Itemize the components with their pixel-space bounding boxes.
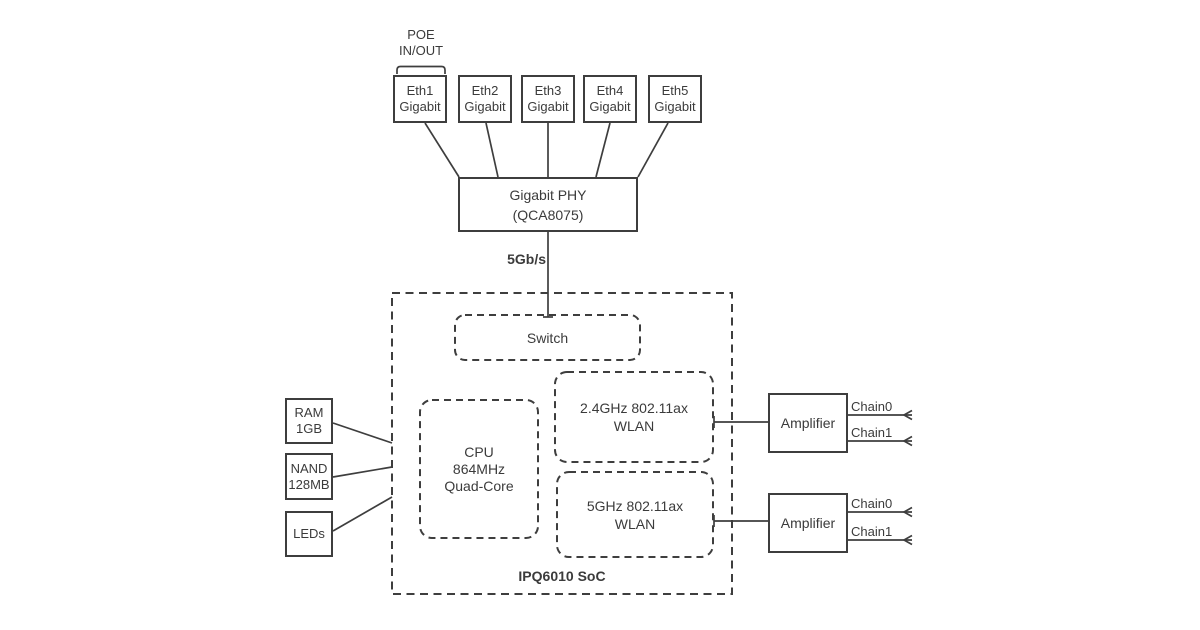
amp2-chain1-antenna-arrow-icon — [902, 534, 913, 546]
amplifier2-box: Amplifier — [768, 493, 848, 553]
eth5-port-box: Eth5 Gigabit — [648, 75, 702, 123]
cpu-line1: CPU — [464, 443, 494, 460]
wlan-5g-line1: 5GHz 802.11ax — [586, 497, 684, 514]
eth5-name: Eth5 — [661, 83, 689, 98]
eth3-port-box: Eth3 Gigabit — [521, 75, 575, 123]
eth3-speed: Gigabit — [527, 99, 569, 114]
poe-label: POE IN/OUT — [391, 27, 451, 59]
eth4-phy-link — [595, 122, 611, 178]
ram-line1: RAM — [294, 405, 324, 420]
switch-box — [454, 314, 641, 361]
amp1-chain0-antenna-arrow-icon — [902, 409, 913, 421]
phy-name: Gigabit PHY — [509, 186, 587, 203]
amp2-chain0-antenna-arrow-icon — [902, 506, 913, 518]
eth5-speed: Gigabit — [654, 99, 696, 114]
leds-box: LEDs — [285, 511, 333, 557]
nand-line1: NAND — [290, 460, 328, 476]
eth1-speed: Gigabit — [399, 99, 441, 114]
ram-soc-link — [332, 422, 393, 444]
eth1-port-box: Eth1 Gigabit — [393, 75, 447, 123]
phy-chip: (QCA8075) — [512, 206, 584, 223]
eth2-name: Eth2 — [471, 83, 499, 98]
wlan-5g-box — [556, 471, 714, 558]
eth5-phy-link — [637, 122, 669, 178]
uplink-speed-label: 5Gb/s — [507, 251, 546, 267]
nand-soc-link — [332, 466, 393, 478]
nand-line2: 128MB — [288, 476, 330, 492]
amp1-chain1-label: Chain1 — [851, 425, 893, 440]
eth4-name: Eth4 — [596, 83, 624, 98]
eth1-phy-link — [424, 122, 460, 178]
cpu-line3: Quad-Core — [444, 477, 514, 494]
amp2-chain0-label: Chain0 — [851, 496, 893, 511]
wlan-5g-label: 5GHz 802.11ax WLAN — [557, 472, 713, 557]
leds-soc-link — [332, 496, 393, 532]
eth4-port-box: Eth4 Gigabit — [583, 75, 637, 123]
wlan-5g-line2: WLAN — [614, 515, 656, 532]
cpu-label: CPU 864MHz Quad-Core — [420, 400, 538, 538]
leds-label: LEDs — [293, 526, 325, 541]
switch-label: Switch — [526, 329, 569, 346]
amp1-chain1-antenna-arrow-icon — [902, 435, 913, 447]
eth2-port-box: Eth2 Gigabit — [458, 75, 512, 123]
eth3-name: Eth3 — [534, 83, 562, 98]
cpu-box — [419, 399, 539, 539]
cpu-line2: 864MHz — [452, 460, 506, 477]
soc-label: IPQ6010 SoC — [518, 568, 606, 584]
wlan-2g-line1: 2.4GHz 802.11ax — [580, 400, 688, 416]
eth2-speed: Gigabit — [464, 99, 506, 114]
wlan-2g-label: 2.4GHz 802.11ax WLAN — [555, 372, 713, 462]
eth2-phy-link — [485, 122, 499, 178]
poe-label-line1: POE — [407, 27, 435, 42]
nand-box: NAND 128MB — [285, 453, 333, 500]
ram-line2: 1GB — [295, 421, 322, 436]
eth1-name: Eth1 — [406, 83, 434, 98]
eth4-speed: Gigabit — [589, 99, 631, 114]
wlan-2g-box — [554, 371, 714, 463]
gigabit-phy-box: Gigabit PHY (QCA8075) — [458, 177, 638, 232]
soc-boundary-box — [391, 292, 733, 595]
poe-label-line2: IN/OUT — [398, 43, 444, 58]
wlan-2g-line2: WLAN — [613, 418, 655, 434]
amplifier2-label: Amplifier — [780, 515, 836, 531]
amplifier1-box: Amplifier — [768, 393, 848, 453]
amp2-chain1-label: Chain1 — [851, 524, 893, 539]
amp1-chain0-label: Chain0 — [851, 399, 893, 414]
poe-bracket — [396, 65, 446, 74]
ram-box: RAM 1GB — [285, 398, 333, 444]
amplifier1-label: Amplifier — [780, 415, 836, 431]
